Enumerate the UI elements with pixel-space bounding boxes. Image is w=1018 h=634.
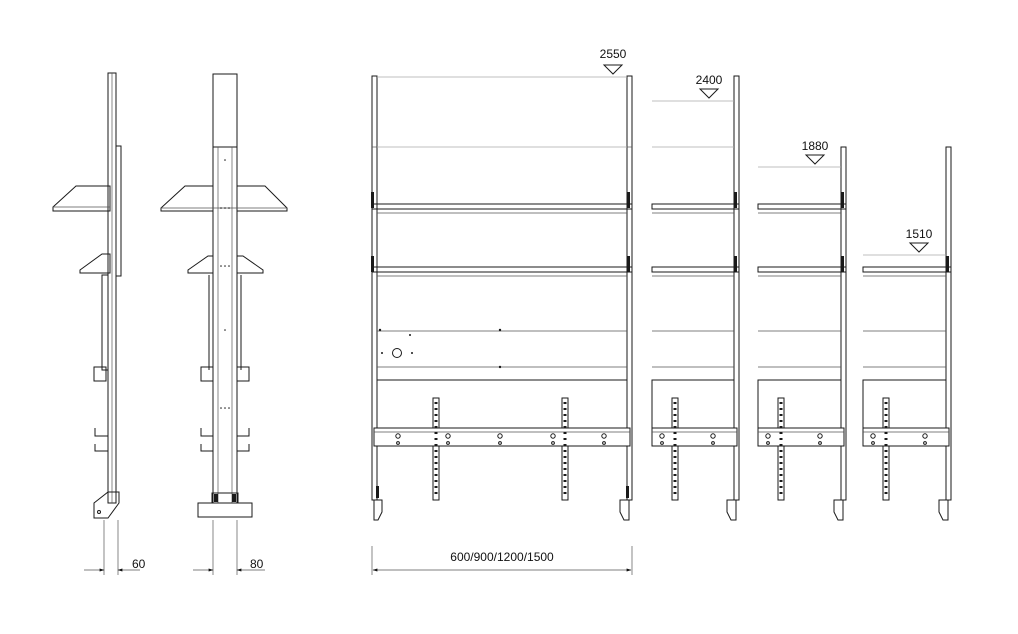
strip-slot xyxy=(673,426,677,428)
strip-slot xyxy=(884,486,888,488)
height-label-1880: 1880 xyxy=(802,139,829,153)
strip-slot xyxy=(563,414,567,416)
unit-1510 xyxy=(862,146,952,521)
strip-slot xyxy=(434,492,438,494)
strip-slot xyxy=(563,462,567,464)
strip-slot xyxy=(884,480,888,482)
strip-slot xyxy=(884,402,888,404)
strip-slot xyxy=(884,474,888,476)
strip-slot xyxy=(673,480,677,482)
strip-slot xyxy=(779,414,783,416)
strip-slot xyxy=(563,468,567,470)
strip-slot xyxy=(673,462,677,464)
height-label-2550: 2550 xyxy=(600,47,627,61)
profile-view xyxy=(160,73,288,575)
strip-slot xyxy=(563,426,567,428)
strip-slot xyxy=(779,486,783,488)
strip-slot xyxy=(884,468,888,470)
side-depth-label: 60 xyxy=(132,557,146,571)
strip-slot xyxy=(779,456,783,458)
strip-slot xyxy=(884,426,888,428)
strip-slot xyxy=(434,438,438,440)
strip-slot xyxy=(779,420,783,422)
strip-slot xyxy=(563,432,567,434)
strip-slot xyxy=(779,444,783,446)
main-unit xyxy=(371,75,633,521)
strip-slot xyxy=(563,480,567,482)
strip-slot xyxy=(563,408,567,410)
strip-slot xyxy=(884,444,888,446)
strip-slot xyxy=(434,402,438,404)
strip-slot xyxy=(563,456,567,458)
strip-slot xyxy=(884,456,888,458)
height-marker-2400 xyxy=(698,88,720,99)
strip-slot xyxy=(673,408,677,410)
strip-slot xyxy=(673,492,677,494)
strip-slot xyxy=(673,474,677,476)
strip-slot xyxy=(434,414,438,416)
strip-slot xyxy=(434,480,438,482)
strip-slot xyxy=(884,492,888,494)
strip-slot xyxy=(434,462,438,464)
strip-slot xyxy=(434,444,438,446)
strip-slot xyxy=(673,456,677,458)
strip-slot xyxy=(884,414,888,416)
width-options-label: 600/900/1200/1500 xyxy=(450,550,554,564)
strip-slot xyxy=(434,474,438,476)
unit-2400 xyxy=(651,75,740,521)
strip-slot xyxy=(779,450,783,452)
strip-slot xyxy=(884,450,888,452)
strip-slot xyxy=(434,468,438,470)
width-dimension xyxy=(371,546,633,575)
strip-slot xyxy=(563,492,567,494)
strip-slot xyxy=(779,438,783,440)
strip-slot xyxy=(779,402,783,404)
strip-slot xyxy=(779,474,783,476)
strip-slot xyxy=(434,432,438,434)
strip-slot xyxy=(563,444,567,446)
strip-slot xyxy=(673,444,677,446)
strip-slot xyxy=(563,402,567,404)
strip-slot xyxy=(673,486,677,488)
strip-slot xyxy=(563,474,567,476)
unit-1880 xyxy=(757,146,847,521)
strip-slot xyxy=(673,402,677,404)
strip-slot xyxy=(434,456,438,458)
strip-slot xyxy=(779,426,783,428)
strip-slot xyxy=(884,408,888,410)
strip-slot xyxy=(884,462,888,464)
strip-slot xyxy=(673,432,677,434)
strip-slot xyxy=(884,432,888,434)
strip-slot xyxy=(779,492,783,494)
strip-slot xyxy=(673,420,677,422)
strip-slot xyxy=(673,450,677,452)
strip-slot xyxy=(563,420,567,422)
height-marker-1880 xyxy=(804,154,826,165)
strip-slot xyxy=(434,420,438,422)
strip-slot xyxy=(563,450,567,452)
strip-slot xyxy=(434,426,438,428)
side-view xyxy=(52,72,140,575)
strip-slot xyxy=(673,438,677,440)
strip-slot xyxy=(779,468,783,470)
strip-slot xyxy=(673,468,677,470)
strip-slot xyxy=(884,438,888,440)
strip-slot xyxy=(563,486,567,488)
strip-slot xyxy=(779,480,783,482)
strip-slot xyxy=(779,432,783,434)
height-marker-1510 xyxy=(908,242,930,253)
profile-depth-label: 80 xyxy=(250,557,264,571)
strip-slot xyxy=(434,408,438,410)
strip-slot xyxy=(563,438,567,440)
height-label-2400: 2400 xyxy=(696,73,723,87)
strip-slot xyxy=(779,408,783,410)
strip-slot xyxy=(884,420,888,422)
strip-slot xyxy=(434,450,438,452)
height-marker-2550 xyxy=(602,64,624,75)
strip-slot xyxy=(779,462,783,464)
strip-slot xyxy=(434,486,438,488)
strip-slot xyxy=(673,414,677,416)
height-label-1510: 1510 xyxy=(906,227,933,241)
